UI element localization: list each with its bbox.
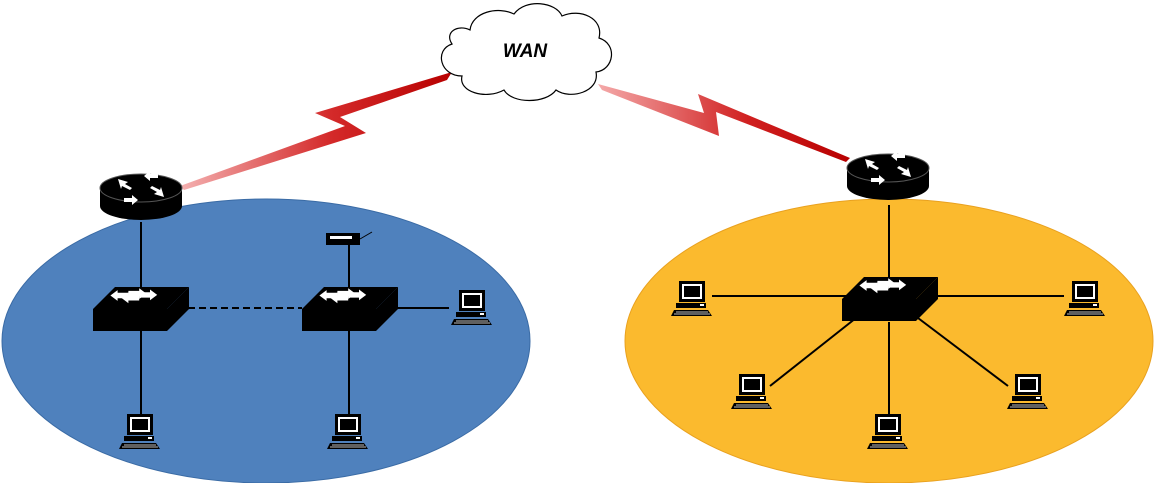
router-icon — [846, 150, 930, 201]
wan-link-right — [598, 84, 850, 162]
wan-link-left — [180, 72, 452, 190]
printer-icon — [326, 231, 373, 245]
wan-label: WAN — [503, 41, 549, 62]
lan-left-links — [140, 222, 449, 416]
lan-right-links — [712, 205, 1064, 414]
lan-left-area — [1, 198, 531, 483]
router-icon — [99, 170, 183, 221]
cloud-icon — [440, 3, 613, 101]
